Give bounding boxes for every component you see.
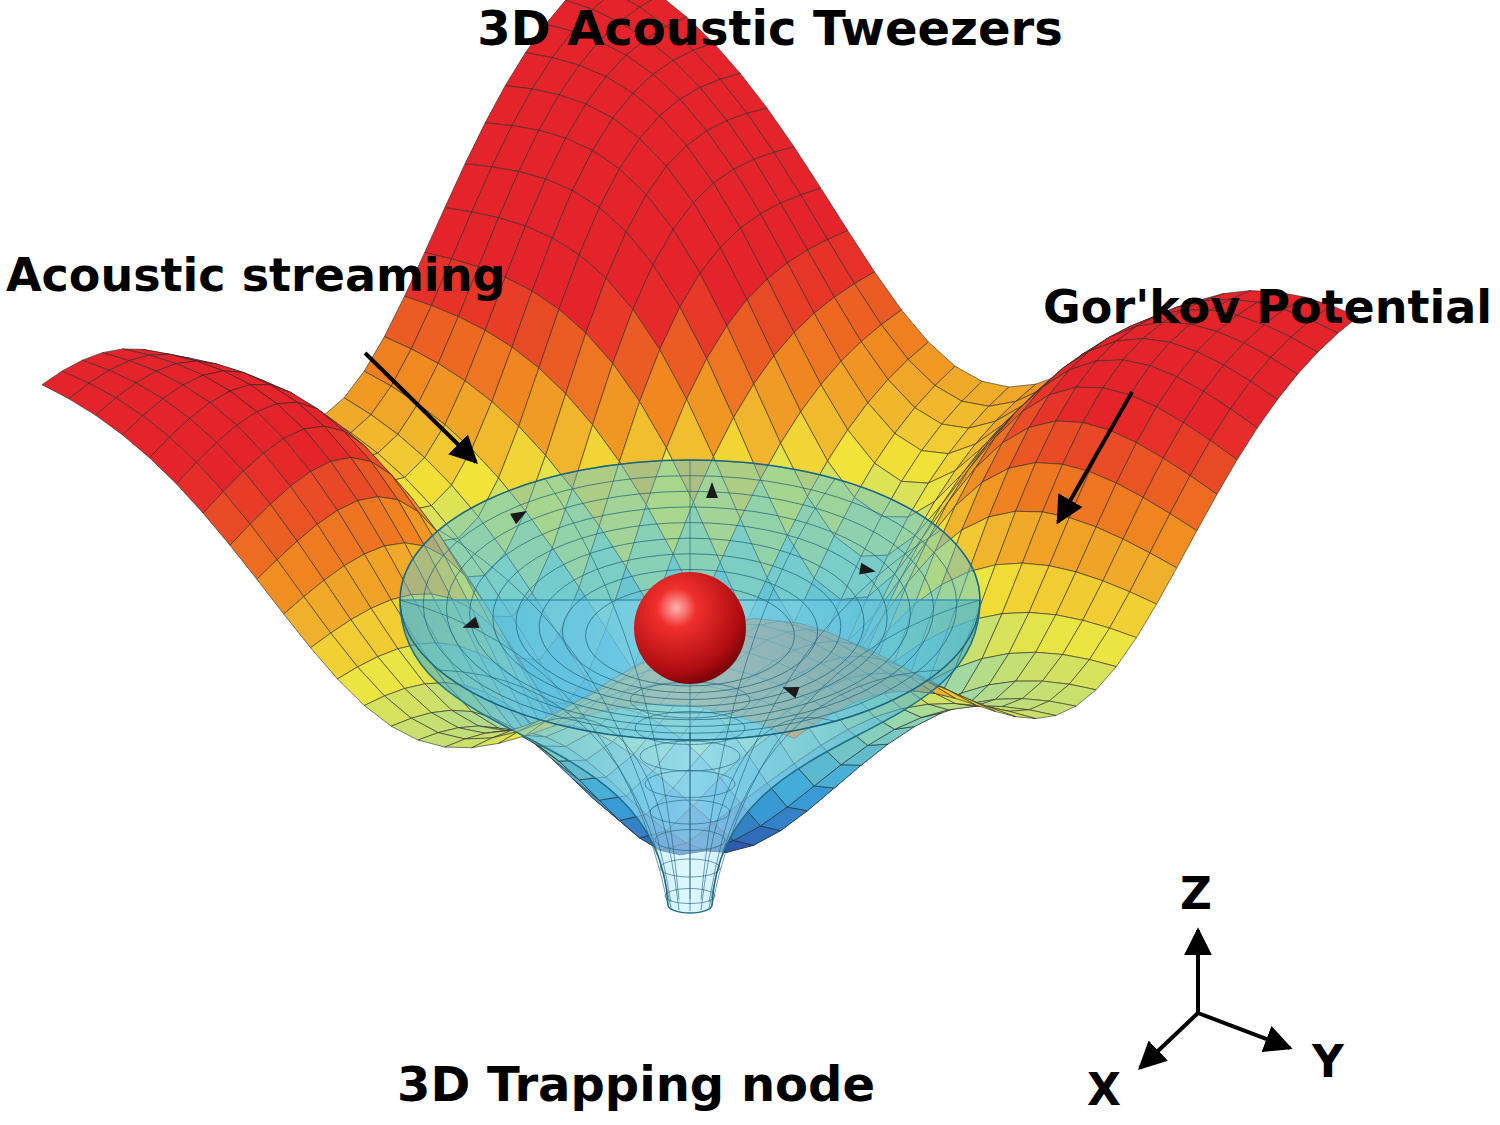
axis-label: Y (1312, 1040, 1344, 1084)
leader-line (365, 353, 476, 462)
surface-cell (948, 690, 995, 711)
funnel-ring (539, 554, 841, 700)
diagram-title: 3D Acoustic Tweezers (477, 4, 1063, 52)
funnel-meridian (709, 530, 941, 902)
funnel-meridian (712, 600, 980, 905)
funnel-meridian (439, 670, 671, 908)
funnel-meridian (545, 717, 679, 910)
flow-arrowhead (780, 682, 799, 699)
funnel-meridian (439, 530, 671, 902)
trapped-particle (634, 572, 746, 684)
axis-arrow (1198, 1013, 1290, 1048)
funnel-ring (562, 570, 817, 693)
axis-arrow (1140, 1013, 1198, 1068)
streaming-funnel (400, 460, 980, 913)
flow-arrowhead (706, 482, 718, 498)
funnel-meridian (400, 600, 668, 905)
flow-arrowhead (460, 617, 479, 634)
callout-label: Gor'kov Potential (1043, 284, 1492, 330)
surface-cell (1089, 628, 1136, 667)
surface-cell (969, 699, 1016, 716)
axis-label: Z (1180, 872, 1212, 916)
leader-line (1058, 392, 1132, 522)
potential-surface (42, 0, 1358, 855)
funnel-meridian (701, 717, 835, 910)
axis-triad (1140, 930, 1290, 1068)
funnel-meridian (709, 670, 941, 908)
callout-label: Acoustic streaming (6, 252, 505, 298)
funnel-meridian (701, 479, 835, 900)
leader-lines (365, 353, 1132, 522)
axis-arrow (1196, 930, 1200, 1013)
surface-cell (1069, 660, 1116, 690)
axis-label: X (1087, 1068, 1121, 1112)
callout-label: 3D Trapping node (397, 1060, 875, 1108)
flow-arrowhead (510, 506, 530, 524)
surface-cell (989, 707, 1036, 719)
funnel-meridian (545, 479, 679, 900)
flow-arrowhead (859, 563, 877, 578)
